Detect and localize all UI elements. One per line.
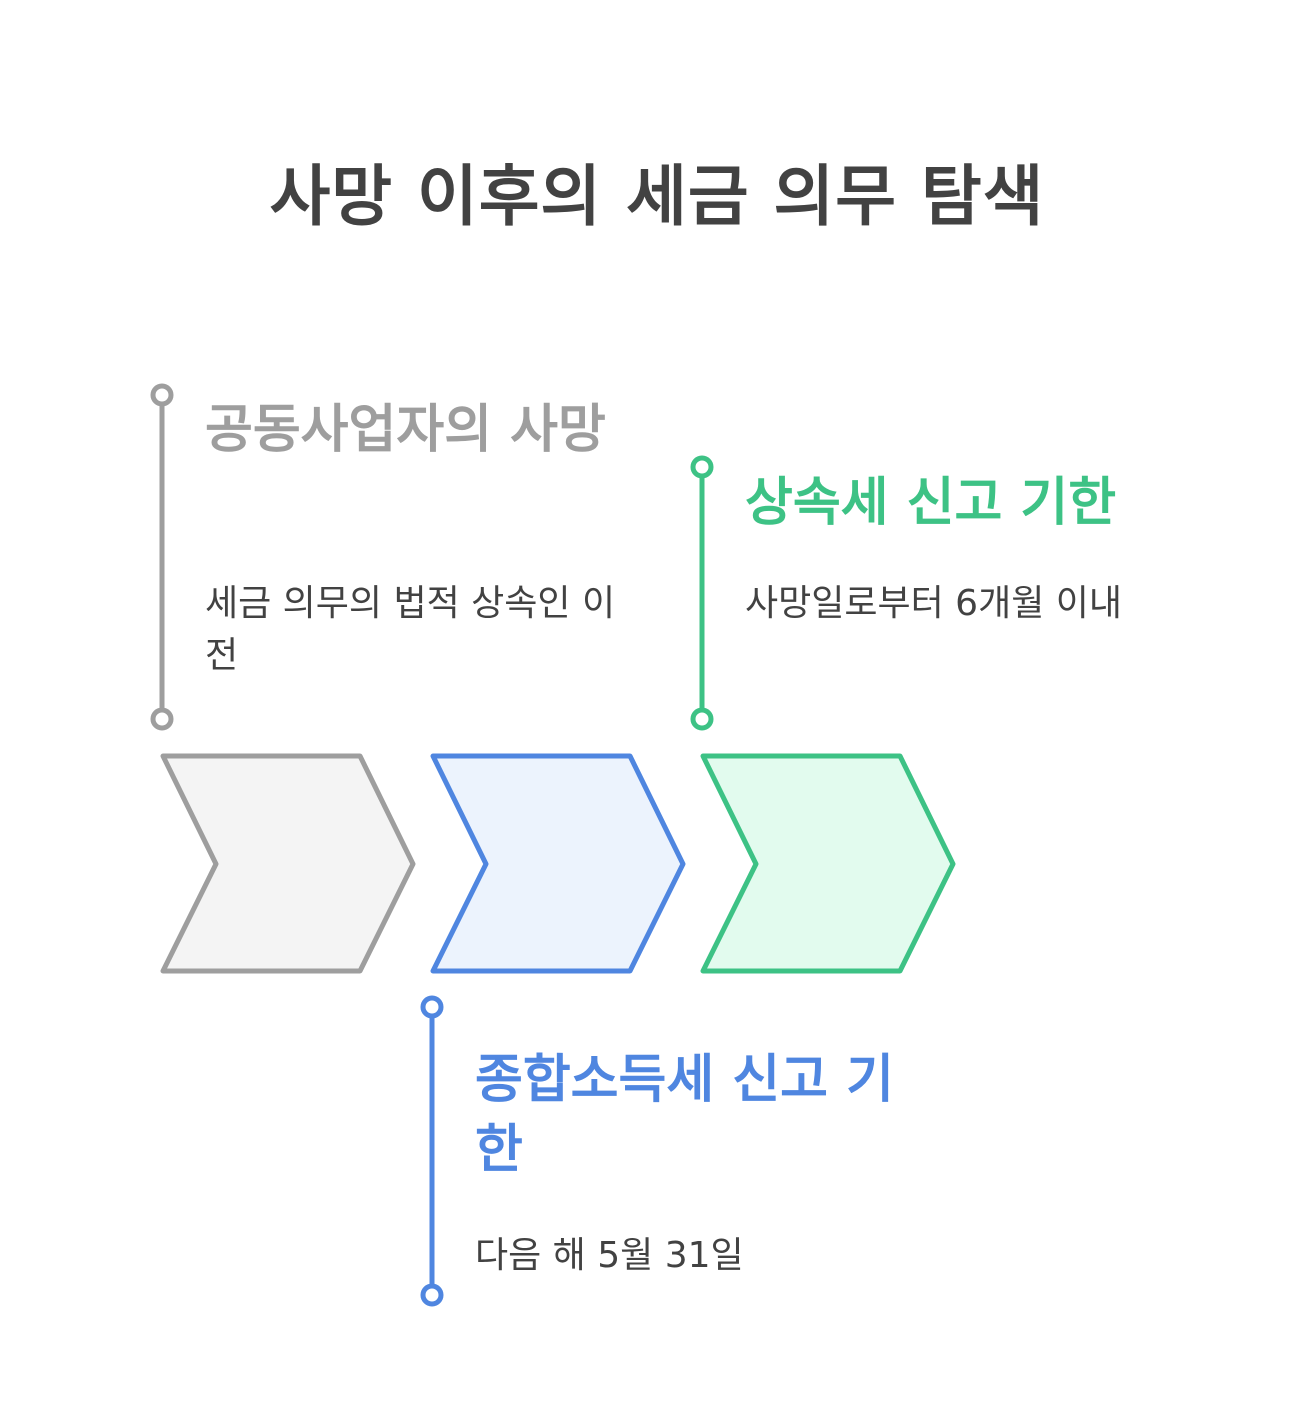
connector-step-3 xyxy=(690,455,714,731)
chevron-step-2 xyxy=(430,753,686,974)
step-2-description: 다음 해 5월 31일 xyxy=(475,1235,744,1276)
step-2-title: 종합소득세 신고 기한 xyxy=(475,1050,894,1180)
step-3-description: 사망일로부터 6개월 이내 xyxy=(745,583,1122,624)
step-1-description: 세금 의무의 법적 상속인 이전 xyxy=(205,583,616,676)
step-3-title: 상속세 신고 기한 xyxy=(745,473,1117,533)
connector-step-2 xyxy=(420,995,444,1307)
chevron-step-1 xyxy=(160,753,416,974)
connector-step-1 xyxy=(150,383,174,731)
diagram-title: 사망 이후의 세금 의무 탐색 xyxy=(269,158,1045,235)
step-1-title: 공동사업자의 사망 xyxy=(205,400,606,460)
chevron-step-3 xyxy=(700,753,956,974)
